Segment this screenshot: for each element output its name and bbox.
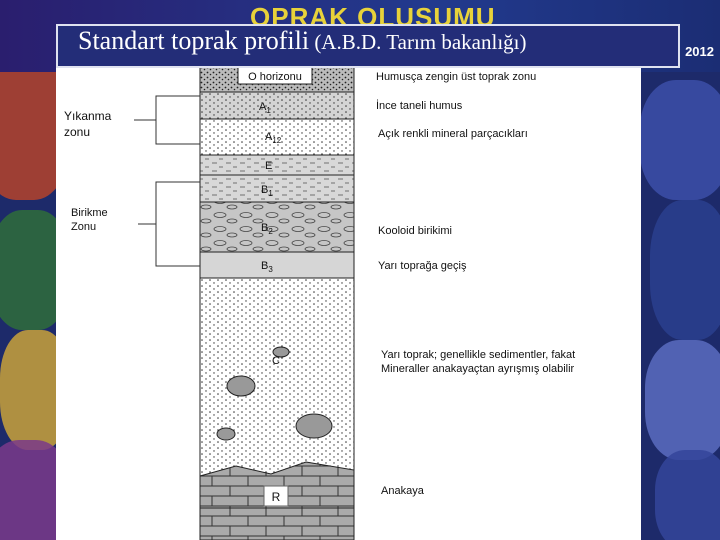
horizon-c-label: C [272,355,280,367]
zone-leaching-line1: Yıkanma [64,109,112,123]
horizon-o-label: O horizonu [248,71,302,83]
zone-bracket-accumulation [138,181,200,267]
page-subtitle: (A.B.D. Tarım bakanlığı) [309,30,527,54]
title-box [56,24,680,68]
horizon-r-label: R [272,490,281,504]
horizon-o-description: Humusça zengin üst toprak zonu [376,71,536,83]
horizon-c-description-line2: Mineraller anakayaçtan ayrışmış olabilir [381,363,575,375]
horizon-a2-label: A12 [265,131,282,145]
zone-accumulation-line1: Birikme [71,207,108,219]
horizon-a1-description: İnce taneli humus [376,99,463,112]
horizon-b3-description: Yarı toprağa geçiş [378,260,467,272]
zone-accumulation-line2: Zonu [71,221,96,233]
horizon-e-label: E [265,160,272,172]
zone-leaching-line2: zonu [64,125,90,139]
soil-profile-diagram: O horizonu A1 A12 E B1 B2 B3 C R Yıkanma… [64,56,575,540]
horizon-a1-label: A1 [259,101,271,115]
horizon-b2-description: Kooloid birikimi [378,225,452,237]
horizon-r-label-box [263,485,289,507]
page-title: Standart toprak profili (A.B.D. Tarım ba… [78,26,527,55]
horizon-c-description-line1: Yarı toprak; genellikle sedimentler, fak… [381,349,575,361]
horizon-a2-description: Açık renkli mineral parçacıkları [378,128,528,140]
header-year: 2012 [685,44,714,59]
soil-column [199,56,355,540]
zone-bracket-leaching [134,95,200,145]
horizon-r-description: Anakaya [381,485,425,497]
horizon-b3-label: B3 [261,260,273,274]
horizon-b2-label: B2 [261,222,273,236]
horizon-b1-label: B1 [261,184,273,198]
